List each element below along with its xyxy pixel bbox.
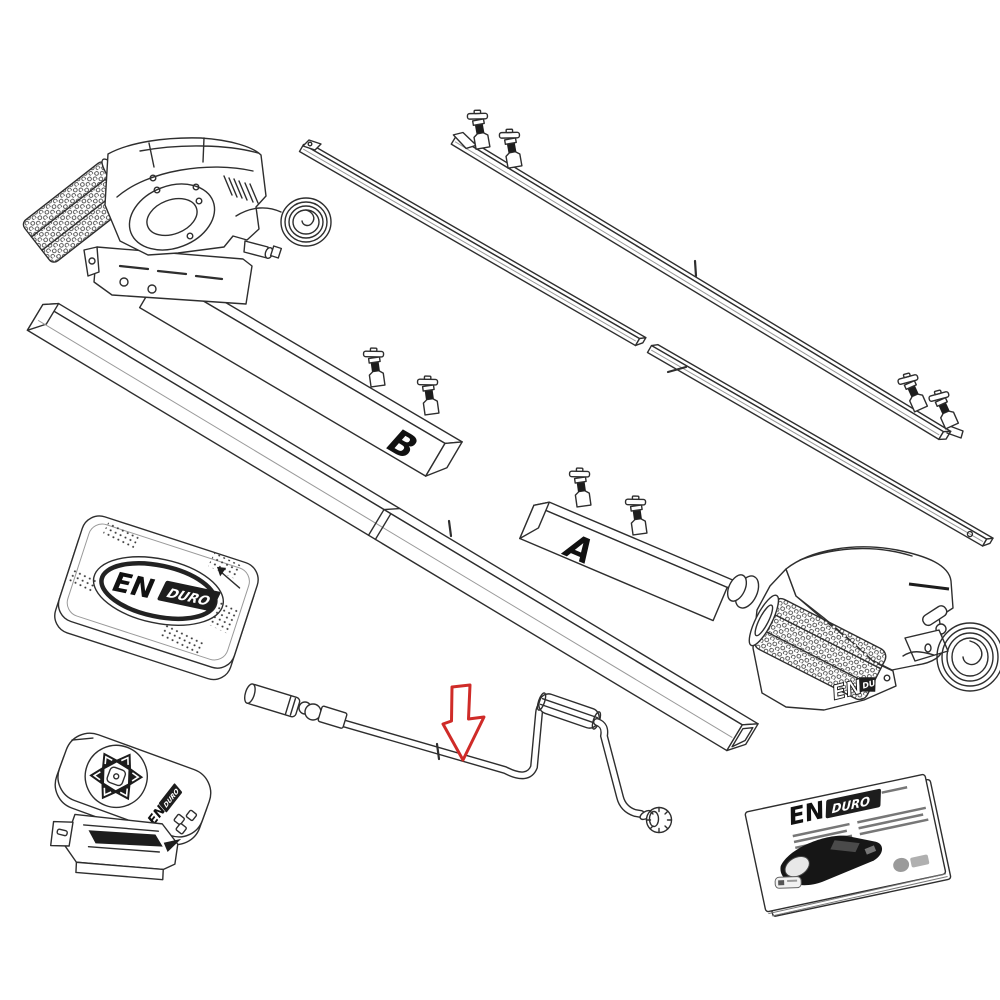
mounting-rail-upper-piece-2 — [646, 343, 994, 547]
crank-grip — [536, 692, 602, 730]
power-cable — [235, 207, 282, 217]
power-cable-coil-right — [936, 622, 1000, 692]
remote-holder-bracket — [49, 813, 182, 881]
motor-mount-plate — [93, 246, 253, 305]
vent-slots — [223, 175, 259, 204]
manual-cover-photo — [780, 835, 883, 886]
right-motor-unit: EN DU — [726, 546, 954, 711]
clamp-bolt — [361, 344, 390, 389]
engagement-lever — [922, 605, 948, 627]
red-highlight-arrow — [441, 683, 486, 762]
holder-slot — [88, 830, 163, 847]
control-box-logo: EN DURO — [92, 556, 225, 626]
remote-button — [173, 813, 185, 826]
remote-button — [175, 823, 187, 835]
crank-handle — [244, 683, 673, 834]
instruction-manual: EN DURO — [744, 773, 952, 917]
control-box: EN DURO — [54, 515, 259, 681]
tube-tick-mark — [447, 519, 453, 538]
shaft-collar — [317, 705, 348, 729]
control-box-top — [57, 515, 259, 669]
manual-remote-photo — [774, 876, 802, 889]
manual-text-lines — [792, 806, 929, 850]
power-cable — [902, 651, 935, 657]
manual-logo: EN DURO — [786, 786, 908, 831]
clamp-bolt — [623, 492, 652, 537]
drive-shaft-stub — [243, 240, 269, 259]
remote-button — [185, 809, 198, 822]
crank-socket-end — [244, 683, 301, 718]
tube-end-opening — [26, 302, 60, 331]
manual-publisher-mark — [893, 854, 930, 872]
svg-text:DU: DU — [861, 679, 876, 691]
pointer-line — [219, 570, 241, 589]
clamp-rail — [450, 106, 964, 441]
telescopic-cross-tube — [26, 302, 759, 752]
rail-tick-mark — [666, 365, 688, 374]
clamp-bolt — [567, 464, 596, 509]
rail-tick-mark — [693, 259, 698, 278]
remote-dpad — [84, 744, 148, 809]
left-motor-unit — [22, 137, 283, 305]
beam-a: A — [519, 464, 744, 622]
tube-joint — [367, 507, 401, 541]
crank-knob — [645, 806, 673, 834]
right-motor-roller — [748, 594, 887, 701]
body-seam — [71, 737, 94, 741]
beam-b: B — [138, 272, 463, 477]
tube-end-opening — [726, 723, 759, 752]
page-edges — [768, 873, 948, 917]
mounting-rail-upper-piece-1 — [298, 139, 647, 347]
holder-arrowhead — [163, 838, 182, 853]
shaft-tick-mark — [435, 742, 441, 761]
dpad-center-button — [106, 766, 127, 787]
power-cable-coil-left — [280, 197, 332, 247]
clamp-bolt — [415, 372, 444, 417]
pointer-arrowhead — [216, 566, 227, 577]
rail-bolt-hole — [966, 530, 974, 538]
remote-body — [57, 732, 212, 838]
